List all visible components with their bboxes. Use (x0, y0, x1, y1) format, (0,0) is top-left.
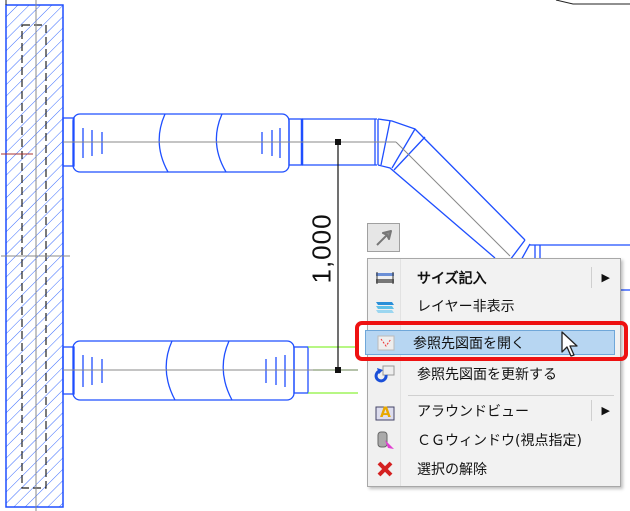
context-menu: サイズ記入 ▶ レイヤー非表示 参照先図面を開く 参照先図面を更新する A アラ… (365, 258, 621, 487)
open-reference-drawing-icon (371, 330, 401, 355)
menu-item-cg-window[interactable]: ＣＧウィンドウ(視点指定) (370, 427, 618, 452)
mouse-cursor-icon (561, 331, 578, 357)
highlight-callout-box (355, 321, 628, 361)
quick-action-button[interactable] (367, 223, 400, 252)
refresh-reference-drawing-icon (370, 361, 400, 386)
menu-separator (408, 395, 614, 396)
submenu-arrow-icon: ▶ (601, 271, 610, 284)
around-view-icon: A (370, 398, 400, 423)
submenu-divider (591, 400, 592, 421)
dimension-label[interactable]: 1,000 (306, 213, 337, 284)
menu-item-deselect[interactable]: 選択の解除 (370, 456, 618, 481)
deselect-icon (370, 456, 400, 481)
submenu-divider (591, 267, 592, 288)
svg-text:A: A (380, 405, 391, 421)
dimension-line[interactable] (335, 139, 341, 373)
cg-window-icon (370, 427, 400, 452)
submenu-arrow-icon: ▶ (601, 404, 610, 417)
layer-hide-icon (370, 293, 400, 318)
menu-item-hide-layer[interactable]: レイヤー非表示 (370, 293, 618, 318)
menu-item-refresh-reference-drawing[interactable]: 参照先図面を更新する (370, 361, 618, 386)
menu-item-open-reference-drawing[interactable]: 参照先図面を開く (365, 330, 615, 355)
wall-section[interactable] (1, 0, 70, 511)
menu-item-size-annotation[interactable]: サイズ記入 ▶ (370, 265, 618, 290)
arrow-up-right-icon (375, 229, 392, 246)
size-annotation-icon (370, 265, 400, 290)
menu-item-around-view[interactable]: A アラウンドビュー ▶ (370, 398, 618, 423)
